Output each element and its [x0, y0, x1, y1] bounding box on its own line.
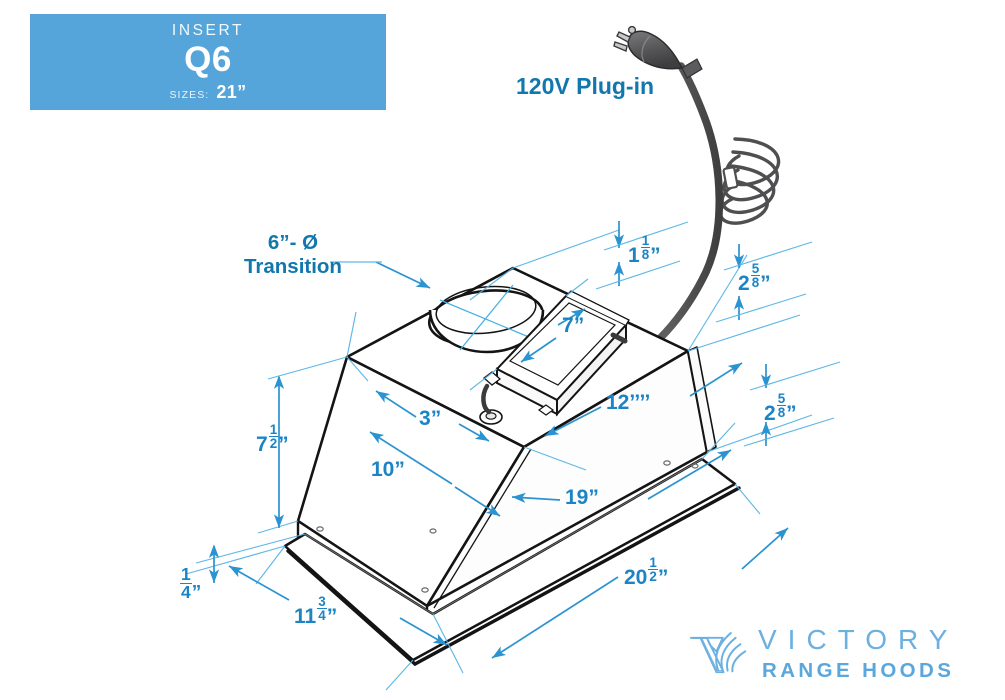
junction-box-icon	[479, 290, 630, 425]
screw-holes	[316, 460, 699, 593]
banner-sizes-row: SIZES: 21”	[169, 83, 246, 101]
dim-unit: ”	[430, 407, 442, 430]
dim-unit: ”	[573, 314, 585, 337]
dim-unit: ’’’’	[629, 391, 651, 414]
dim-unit: ”	[760, 271, 771, 295]
dim-whole: 20	[624, 565, 648, 589]
dim-whole: 2	[738, 271, 750, 295]
dimension-lines	[185, 221, 841, 691]
product-spec-banner: INSERT Q6 SIZES: 21”	[30, 14, 386, 110]
victory-flame-v-icon	[689, 632, 747, 674]
transition-label-line1: 6”- Ø	[267, 231, 319, 254]
banner-sizes-value: 21”	[216, 81, 247, 102]
transition-label-line2: Transition	[244, 254, 342, 278]
dim-whole: 3	[419, 407, 431, 430]
round-duct-collar-icon	[427, 284, 545, 354]
dim-whole: 1	[628, 243, 640, 267]
dimension-slope-depth: 10”	[371, 458, 405, 481]
logo-tagline: RANGE HOODS	[762, 659, 955, 682]
dim-whole: 19	[565, 486, 589, 509]
dim-unit: ”	[786, 401, 797, 425]
dimension-box-length: 19”	[565, 486, 599, 509]
three-prong-plug-icon	[627, 30, 684, 70]
dim-unit: ”	[394, 458, 405, 481]
logo-text: VICTORY RANGE HOODS	[758, 624, 958, 683]
cable-tie-icon	[722, 166, 739, 190]
dim-whole: 7	[256, 432, 268, 456]
dim-whole: 2	[764, 401, 776, 425]
power-cord-group	[613, 25, 781, 372]
dim-unit: ”	[326, 604, 338, 628]
dimension-junction-box-width: 7”	[562, 314, 585, 337]
callout-120v-plug-in: 120V Plug-in	[516, 73, 655, 99]
dim-whole: 7	[562, 314, 574, 337]
banner-model-name: Q6	[184, 39, 232, 79]
dim-unit: ”	[657, 565, 669, 589]
dim-whole: 12	[606, 391, 630, 414]
dim-unit: ”	[650, 243, 661, 267]
logo-brand-name: VICTORY	[758, 624, 959, 655]
dim-unit: ”	[191, 582, 202, 604]
dimension-top-width: 12’’’’	[606, 391, 651, 414]
dim-unit: ”	[588, 486, 599, 509]
dim-whole: 11	[294, 604, 317, 628]
banner-insert-label: INSERT	[171, 22, 245, 40]
dim-unit: ”	[278, 432, 289, 456]
victory-range-hoods-logo: VICTORY RANGE HOODS	[686, 620, 966, 686]
dim-whole: 10	[371, 458, 395, 481]
callout-duct-transition: 6”- Ø Transition	[244, 232, 342, 277]
dimension-top-offset-front: 3”	[419, 407, 442, 430]
banner-sizes-label: SIZES:	[169, 88, 210, 101]
